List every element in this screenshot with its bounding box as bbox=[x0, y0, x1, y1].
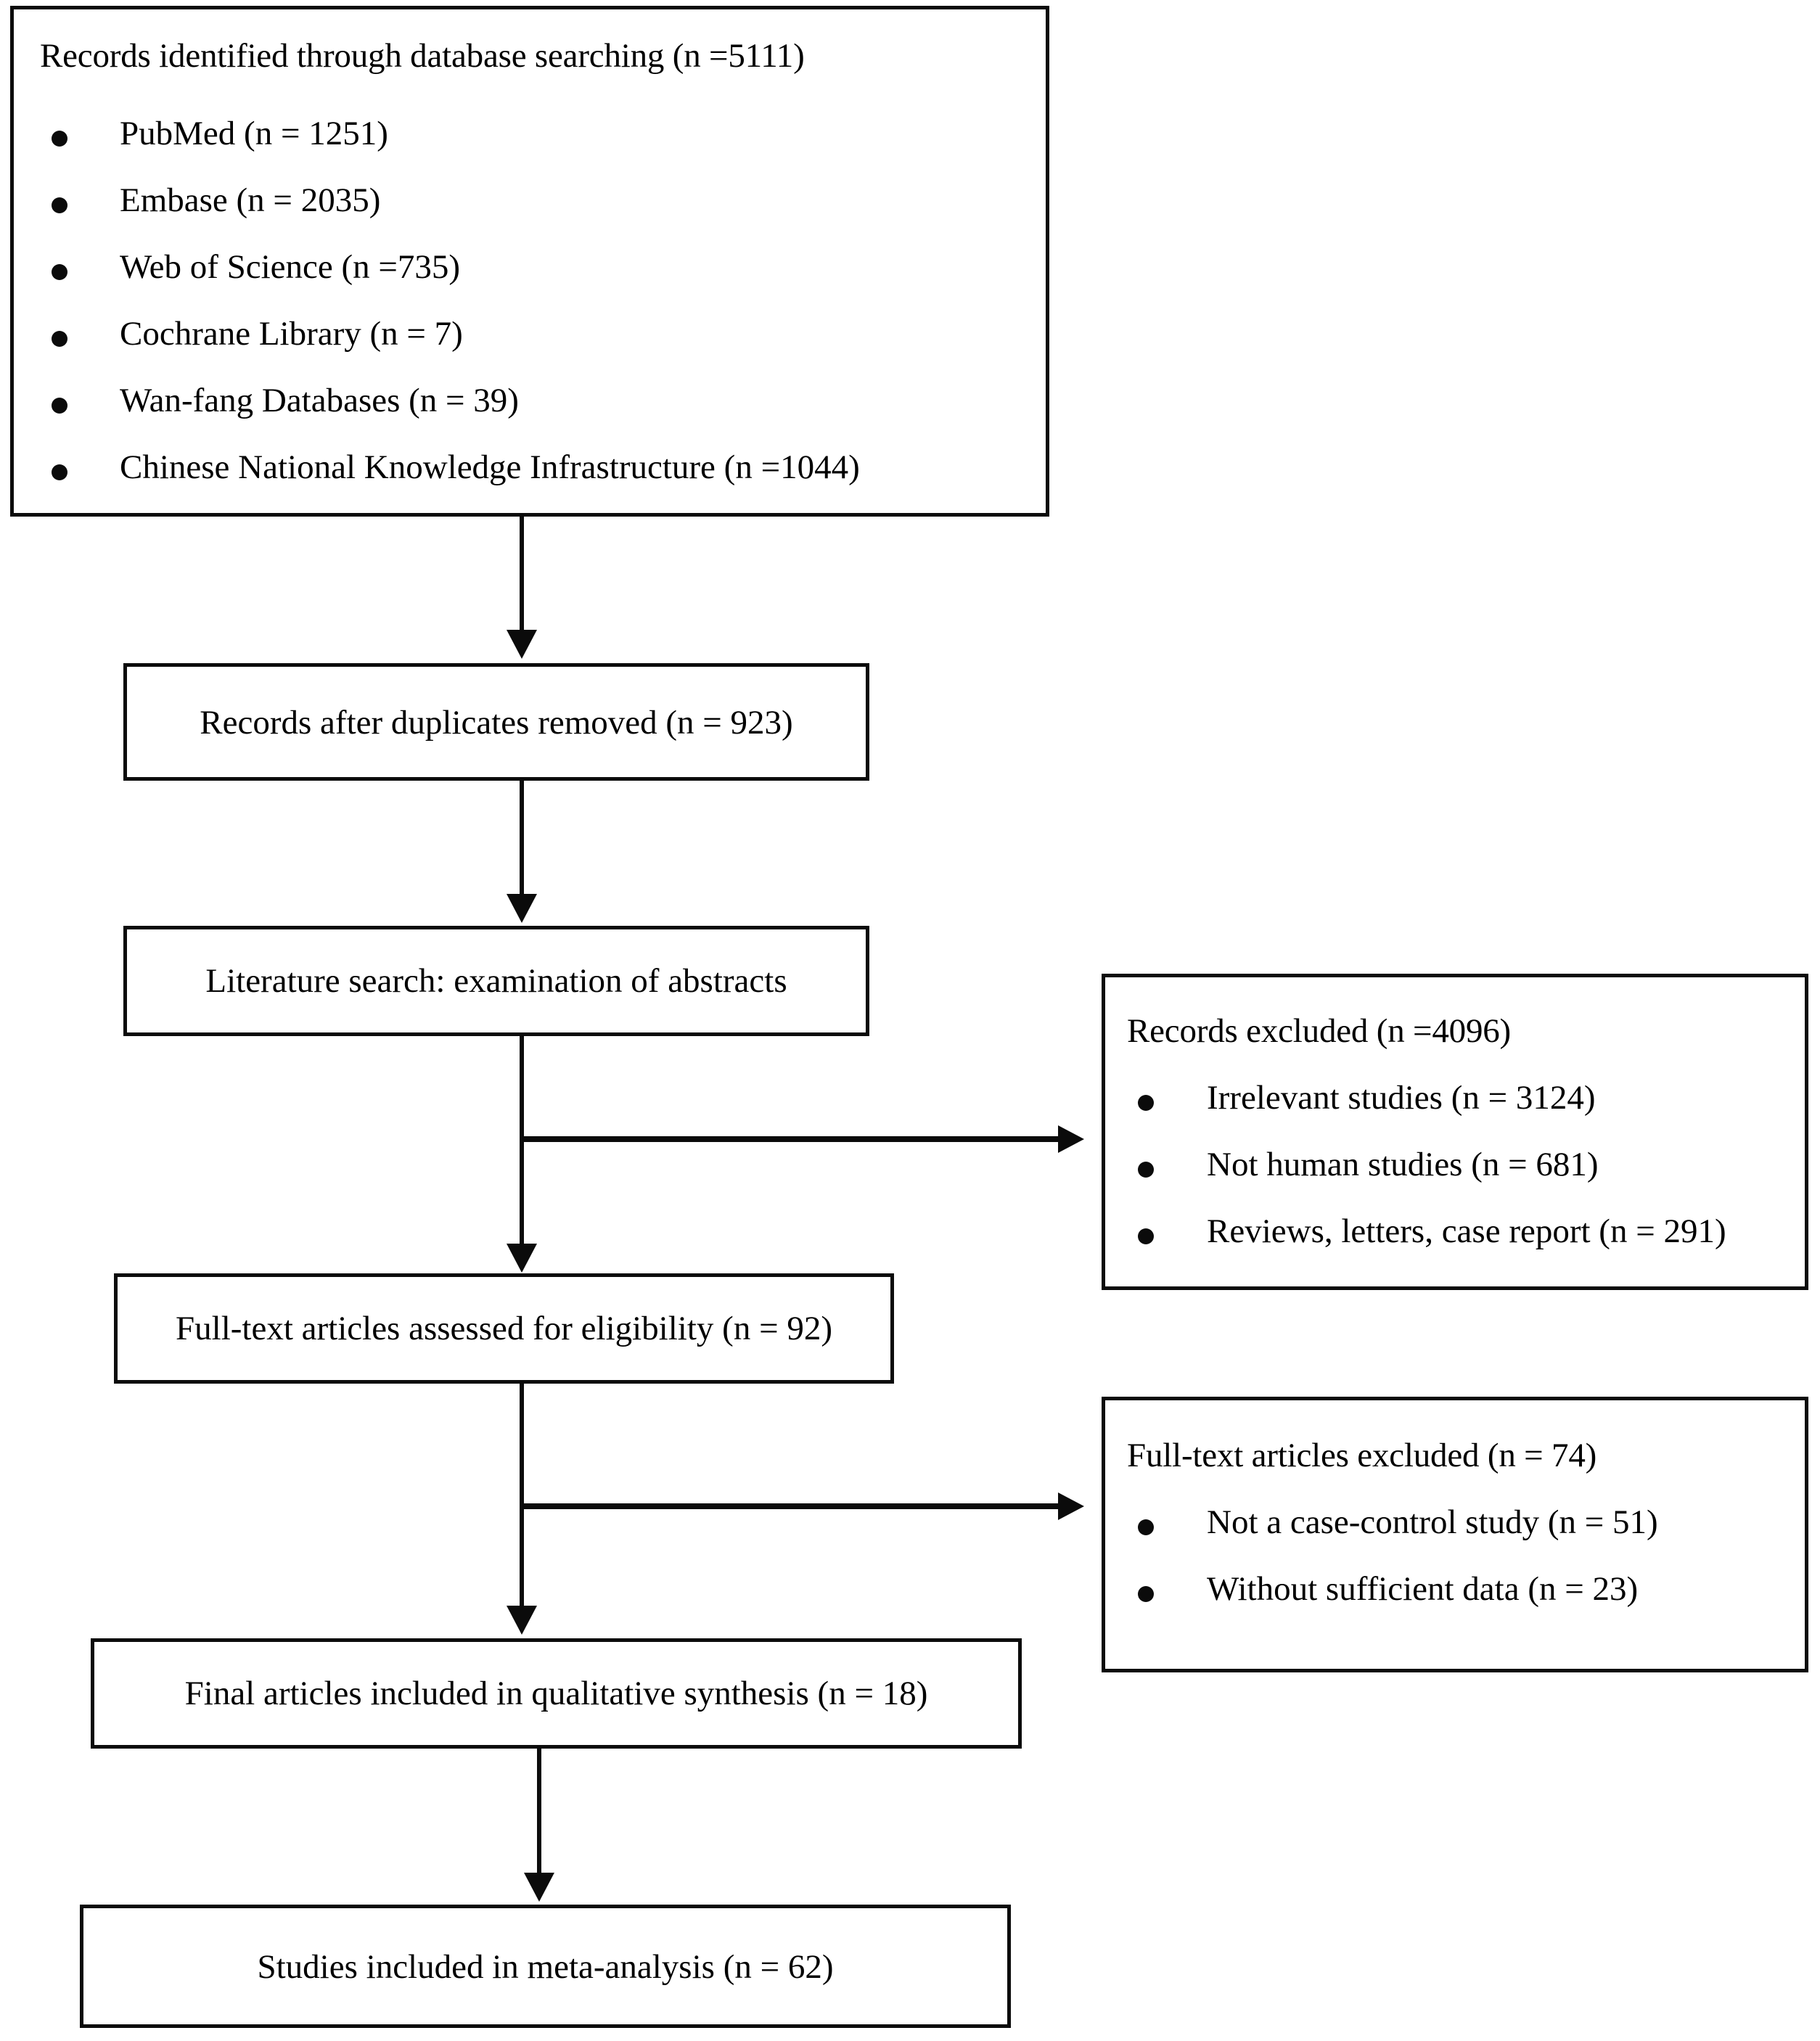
bullet-dot-icon bbox=[1138, 1162, 1154, 1178]
box-qualitative-synthesis-label: Final articles included in qualitative s… bbox=[184, 1675, 928, 1712]
database-source-label: Embase (n = 2035) bbox=[120, 181, 381, 219]
connector-screening-to-records-excluded bbox=[520, 1136, 1059, 1142]
bullet-dot-icon bbox=[52, 264, 67, 280]
list-item: Reviews, letters, case report (n = 291) bbox=[1105, 1212, 1805, 1279]
database-source-label: Cochrane Library (n = 7) bbox=[120, 315, 463, 353]
arrow-down-icon bbox=[507, 1244, 537, 1273]
connector-duplicates-to-screening bbox=[520, 781, 524, 897]
box-records-identified-title: Records identified through database sear… bbox=[40, 37, 805, 75]
bullet-dot-icon bbox=[52, 197, 67, 213]
arrow-down-icon bbox=[524, 1873, 554, 1902]
connector-eligibility-to-qualitative bbox=[520, 1384, 524, 1609]
records-excluded-reason-label: Reviews, letters, case report (n = 291) bbox=[1207, 1212, 1726, 1250]
list-item: Chinese National Knowledge Infrastructur… bbox=[14, 448, 1046, 515]
list-item: Cochrane Library (n = 7) bbox=[14, 315, 1046, 382]
database-source-label: Web of Science (n =735) bbox=[120, 248, 461, 286]
box-qualitative-synthesis: Final articles included in qualitative s… bbox=[91, 1638, 1022, 1749]
box-literature-search-label: Literature search: examination of abstra… bbox=[205, 962, 787, 1000]
bullet-dot-icon bbox=[52, 398, 67, 414]
list-item: Web of Science (n =735) bbox=[14, 248, 1046, 315]
database-source-list: PubMed (n = 1251) Embase (n = 2035) Web … bbox=[14, 115, 1046, 515]
bullet-dot-icon bbox=[52, 131, 67, 147]
bullet-dot-icon bbox=[52, 464, 67, 480]
bullet-dot-icon bbox=[1138, 1519, 1154, 1535]
arrow-right-icon bbox=[1058, 1492, 1084, 1520]
box-fulltext-assessed: Full-text articles assessed for eligibil… bbox=[114, 1273, 894, 1384]
arrow-right-icon bbox=[1058, 1125, 1084, 1153]
records-excluded-reason-label: Not human studies (n = 681) bbox=[1207, 1146, 1599, 1183]
bullet-dot-icon bbox=[1138, 1228, 1154, 1244]
connector-eligibility-to-fulltext-excluded bbox=[520, 1503, 1059, 1509]
list-item: PubMed (n = 1251) bbox=[14, 115, 1046, 181]
database-source-label: PubMed (n = 1251) bbox=[120, 115, 388, 152]
records-excluded-reason-label: Irrelevant studies (n = 3124) bbox=[1207, 1079, 1596, 1117]
box-meta-analysis: Studies included in meta-analysis (n = 6… bbox=[80, 1905, 1011, 2028]
database-source-label: Chinese National Knowledge Infrastructur… bbox=[120, 448, 860, 486]
list-item: Irrelevant studies (n = 3124) bbox=[1105, 1079, 1805, 1146]
list-item: Embase (n = 2035) bbox=[14, 181, 1046, 248]
bullet-dot-icon bbox=[1138, 1586, 1154, 1602]
fulltext-excluded-reason-list: Not a case-control study (n = 51) Withou… bbox=[1105, 1503, 1805, 1637]
list-item: Without sufficient data (n = 23) bbox=[1105, 1570, 1805, 1637]
database-source-label: Wan-fang Databases (n = 39) bbox=[120, 382, 519, 419]
box-records-excluded-title: Records excluded (n =4096) bbox=[1127, 1012, 1512, 1050]
list-item: Not a case-control study (n = 51) bbox=[1105, 1503, 1805, 1570]
fulltext-excluded-reason-label: Not a case-control study (n = 51) bbox=[1207, 1503, 1658, 1541]
arrow-down-icon bbox=[507, 630, 537, 659]
box-records-excluded: Records excluded (n =4096) Irrelevant st… bbox=[1102, 974, 1808, 1290]
arrow-down-icon bbox=[507, 1606, 537, 1635]
box-fulltext-excluded-title: Full-text articles excluded (n = 74) bbox=[1127, 1437, 1597, 1474]
box-fulltext-assessed-label: Full-text articles assessed for eligibil… bbox=[176, 1310, 832, 1347]
box-literature-search: Literature search: examination of abstra… bbox=[123, 926, 869, 1036]
box-records-after-duplicates: Records after duplicates removed (n = 92… bbox=[123, 663, 869, 781]
records-excluded-reason-list: Irrelevant studies (n = 3124) Not human … bbox=[1105, 1079, 1805, 1279]
box-meta-analysis-label: Studies included in meta-analysis (n = 6… bbox=[257, 1948, 834, 1986]
connector-qualitative-to-meta-analysis bbox=[537, 1749, 541, 1876]
bullet-dot-icon bbox=[52, 331, 67, 347]
list-item: Not human studies (n = 681) bbox=[1105, 1146, 1805, 1212]
box-records-after-duplicates-label: Records after duplicates removed (n = 92… bbox=[200, 704, 793, 742]
connector-identification-to-duplicates bbox=[520, 517, 524, 633]
fulltext-excluded-reason-label: Without sufficient data (n = 23) bbox=[1207, 1570, 1639, 1608]
box-records-identified: Records identified through database sear… bbox=[10, 6, 1049, 517]
arrow-down-icon bbox=[507, 894, 537, 923]
box-fulltext-excluded: Full-text articles excluded (n = 74) Not… bbox=[1102, 1397, 1808, 1672]
list-item: Wan-fang Databases (n = 39) bbox=[14, 382, 1046, 448]
bullet-dot-icon bbox=[1138, 1095, 1154, 1111]
